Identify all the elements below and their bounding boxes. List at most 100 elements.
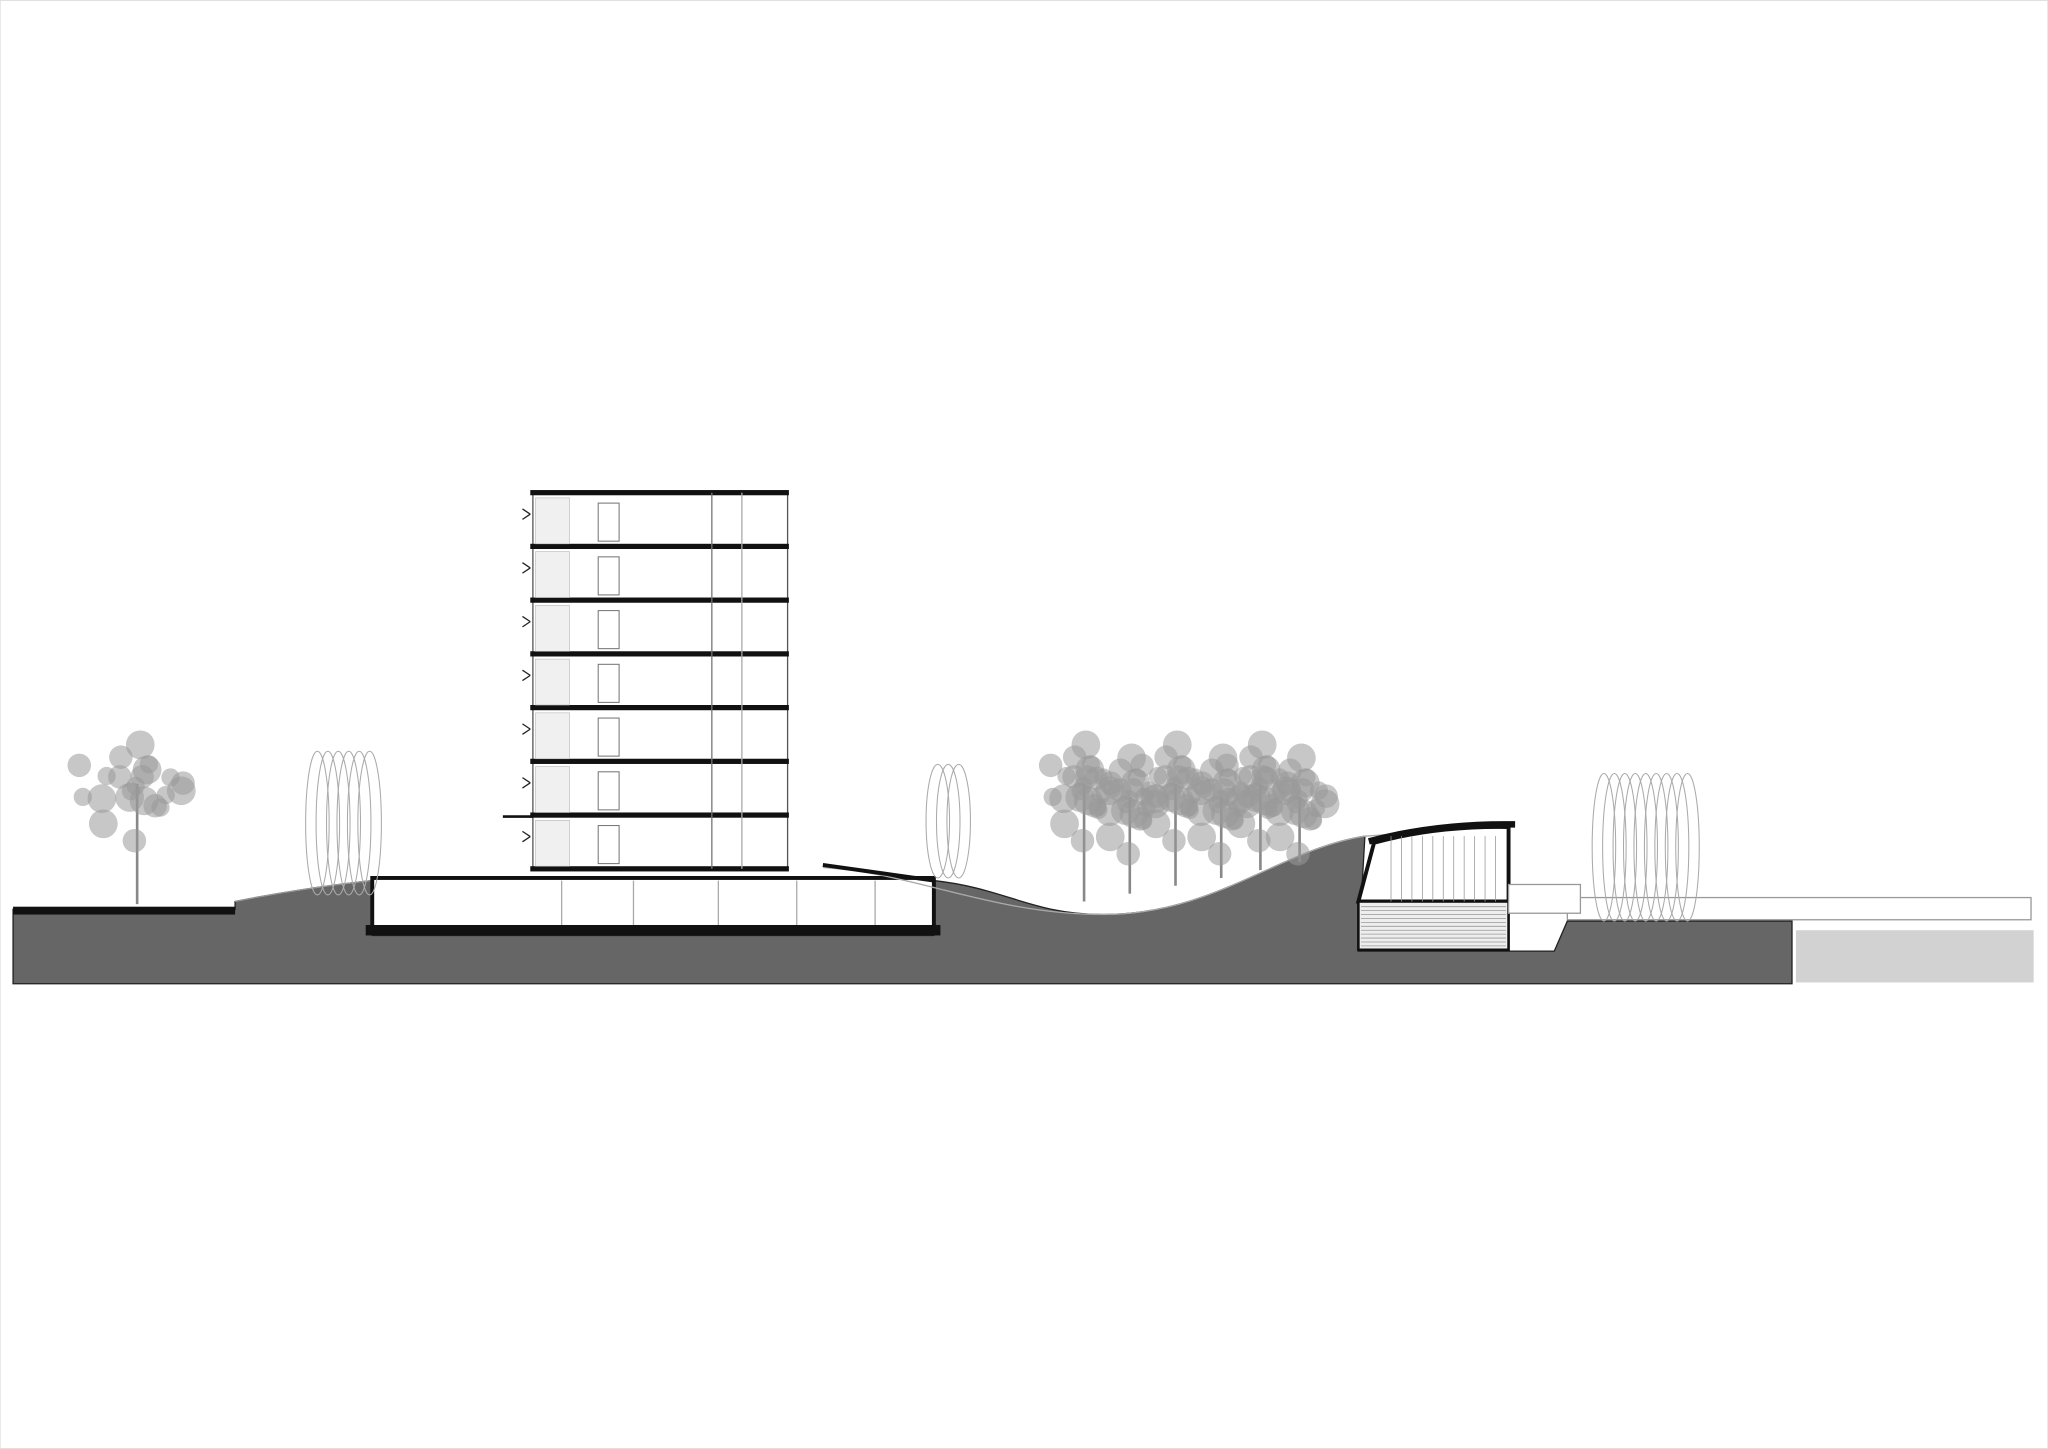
- tree-foliage: [1194, 779, 1213, 799]
- tree-foliage: [1057, 766, 1076, 786]
- tree-foliage: [1065, 783, 1095, 812]
- tree-foliage: [1084, 766, 1109, 791]
- stair-core: [535, 766, 570, 813]
- pavilion: [1355, 821, 1582, 952]
- tree-foliage: [1162, 828, 1186, 853]
- tree-outline: [1622, 772, 1648, 922]
- pavilion-terrace: [1507, 883, 1582, 914]
- balcony-bracket: [522, 562, 531, 574]
- tree-foliage: [1038, 753, 1063, 778]
- columnar-tree: [1591, 772, 1700, 922]
- tree-foliage: [122, 828, 147, 853]
- floor-slab: [530, 705, 789, 711]
- stair-core: [535, 497, 570, 545]
- tree-foliage: [87, 784, 117, 813]
- tree-foliage: [1309, 781, 1329, 800]
- tree-foliage: [1111, 796, 1140, 825]
- tree-foliage: [73, 787, 92, 807]
- floor-slab: [530, 758, 789, 764]
- tree-outline: [935, 763, 961, 879]
- tree-foliage: [1278, 758, 1302, 783]
- deciduous-tree: [1254, 743, 1340, 866]
- tree-foliage: [1272, 779, 1292, 799]
- columnar-tree: [925, 763, 971, 879]
- trees: [67, 730, 1700, 922]
- basement-columns: [560, 880, 876, 925]
- tree-foliage: [1156, 783, 1186, 812]
- tree-outline: [1591, 772, 1617, 922]
- balcony-bracket: [522, 723, 531, 735]
- tree-foliage: [1154, 745, 1178, 769]
- deciduous-tree: [1084, 743, 1170, 894]
- tree-outline: [1664, 772, 1690, 922]
- tree-outline: [336, 750, 362, 896]
- deciduous-tree: [67, 730, 196, 905]
- floor-slab: [530, 543, 789, 550]
- tree-foliage: [1247, 828, 1271, 853]
- tree-foliage: [1215, 753, 1239, 778]
- balcony-bracket: [522, 508, 531, 520]
- balcony-bracket: [522, 777, 531, 789]
- tree-foliage: [1050, 809, 1079, 839]
- tree-foliage: [1130, 753, 1154, 778]
- tree-outline: [946, 763, 971, 879]
- tree-outline: [1675, 772, 1700, 922]
- floor-slab: [530, 490, 789, 496]
- tree-outline: [1633, 772, 1658, 922]
- tree-outline: [357, 750, 382, 896]
- underground-parking: [370, 876, 936, 935]
- door: [597, 825, 620, 865]
- tree-foliage: [1108, 758, 1133, 783]
- pavilion-lower-level: [1357, 900, 1510, 952]
- columnar-tree: [305, 750, 382, 896]
- basement-slab: [365, 924, 941, 936]
- tower-floors: [522, 490, 789, 872]
- tree-foliage: [1207, 842, 1232, 866]
- balcony-bracket: [522, 669, 531, 682]
- tree-foliage: [1226, 809, 1256, 839]
- balcony-bracket: [522, 615, 531, 628]
- tree-outline: [346, 750, 372, 896]
- tree-foliage: [161, 768, 180, 787]
- tree-foliage: [125, 730, 155, 760]
- tree-foliage: [1239, 745, 1263, 769]
- stair-core: [535, 819, 570, 867]
- stair-core: [535, 551, 570, 598]
- tree-foliage: [1148, 766, 1168, 786]
- tree-foliage: [67, 753, 92, 778]
- balcony-bracket: [522, 830, 531, 843]
- tree-outline: [1654, 772, 1679, 922]
- tower-outline: [532, 492, 789, 870]
- door: [597, 663, 620, 703]
- tree-foliage: [115, 783, 144, 812]
- tree-outline: [305, 750, 330, 896]
- tree-foliage: [1103, 779, 1122, 799]
- floor-slab: [530, 866, 789, 872]
- tree-foliage: [1062, 745, 1087, 769]
- tree-foliage: [1141, 809, 1171, 839]
- stair-core: [535, 712, 570, 760]
- floor-slab: [530, 651, 789, 657]
- door: [597, 771, 620, 811]
- tree-foliage: [1265, 822, 1295, 852]
- stair-core: [535, 605, 570, 652]
- pavilion-hatching: [1360, 836, 1506, 947]
- tree-foliage: [1176, 766, 1200, 791]
- door: [597, 610, 620, 650]
- pool-water: [1795, 930, 2034, 983]
- tree-outline: [315, 750, 341, 896]
- left-mound-line: [234, 879, 373, 903]
- tree-foliage: [1254, 766, 1278, 791]
- tree-foliage: [1095, 822, 1125, 852]
- residential-tower: [502, 490, 789, 872]
- door: [597, 556, 620, 596]
- tree-foliage: [1070, 828, 1095, 853]
- door: [597, 502, 620, 542]
- floor-slab: [530, 597, 789, 603]
- tree-foliage: [109, 745, 133, 769]
- stair-core: [535, 658, 570, 706]
- floor-slab: [530, 812, 789, 818]
